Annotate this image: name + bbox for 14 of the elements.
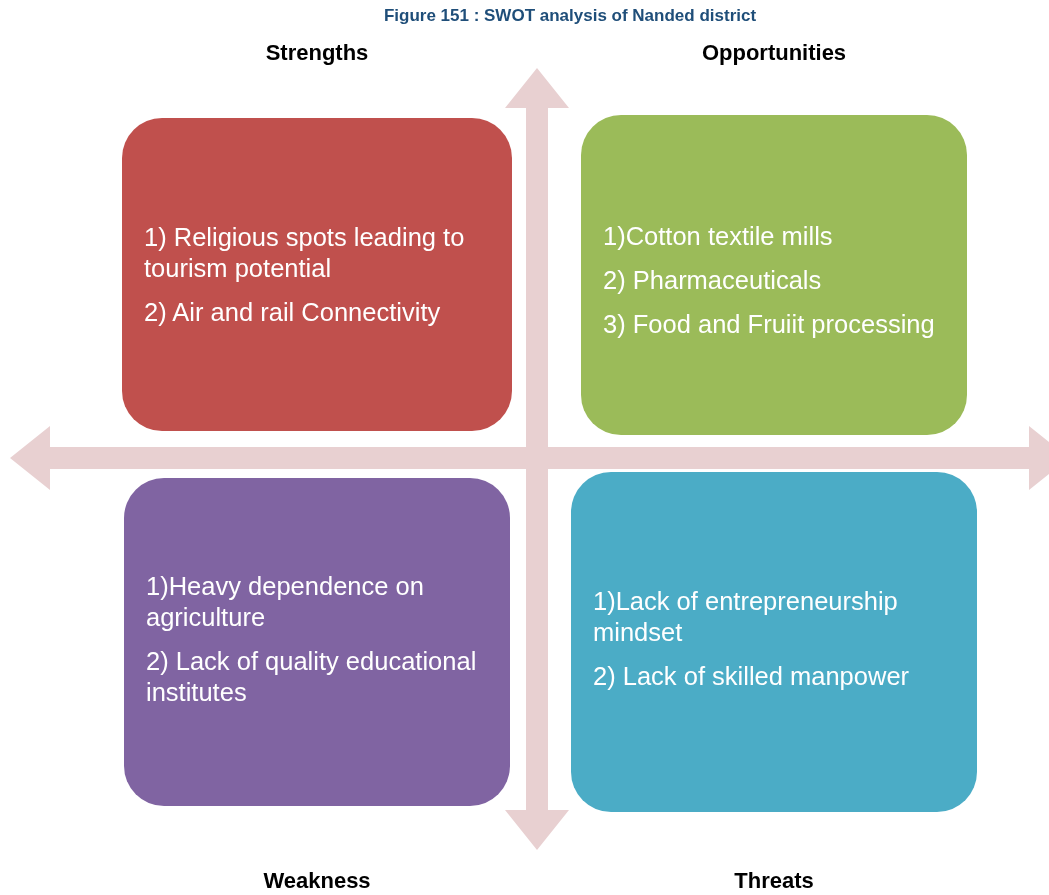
quadrant-heading: Opportunities — [700, 40, 848, 66]
list-item: 3) Food and Fruiit processing — [603, 309, 936, 340]
list-item: 2) Air and rail Connectivity — [144, 297, 442, 328]
list-item: 2) Pharmaceuticals — [603, 265, 823, 296]
quadrant-heading: Threats — [733, 868, 815, 894]
quadrant-heading: Weakness — [262, 868, 372, 894]
list-item: 1)Heavy dependence on agriculture — [146, 571, 425, 633]
list-item: 2) Lack of quality educational institutes — [146, 646, 478, 708]
figure-title: Figure 151 : SWOT analysis of Nanded district — [382, 6, 758, 26]
list-item: 1) Religious spots leading to tourism potential — [144, 222, 466, 284]
list-item: 1)Cotton textile mills — [603, 221, 834, 252]
list-item: 2) Lack of skilled manpower — [593, 661, 911, 692]
quadrant-heading: Strengths — [264, 40, 370, 66]
list-item: 1)Lack of entrepreneurship mindset — [593, 586, 899, 648]
